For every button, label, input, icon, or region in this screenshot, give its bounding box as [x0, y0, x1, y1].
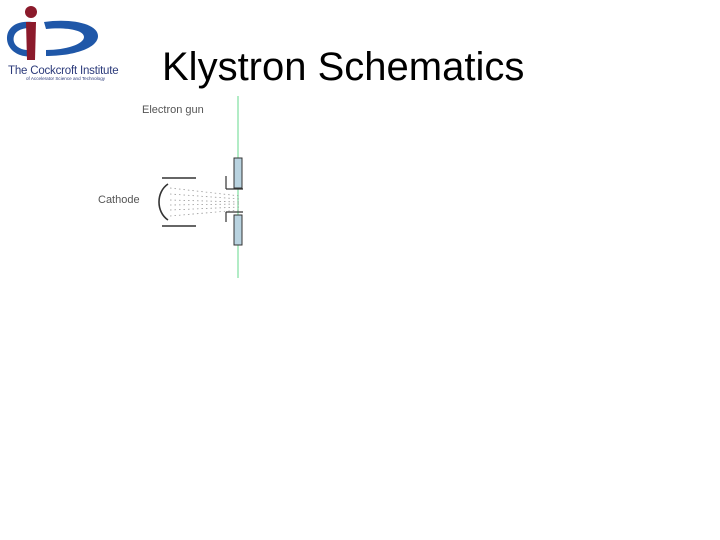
anode-upper-block — [233, 157, 243, 189]
electron-gun-label: Electron gun — [142, 104, 204, 116]
cathode-surface — [158, 183, 169, 221]
logo-name: The Cockcroft Institute — [8, 65, 119, 77]
anode-lower-block — [233, 214, 243, 246]
cathode-label: Cathode — [98, 194, 140, 206]
logo-tagline: of Accelerator Science and Technology — [26, 76, 106, 81]
electron-beam-lines — [169, 187, 241, 217]
logo-mark-icon — [7, 6, 98, 60]
slide-title: Klystron Schematics — [162, 45, 525, 89]
klystron-schematic — [158, 96, 243, 278]
cockcroft-institute-logo: The Cockcroft Institute of Accelerator S… — [2, 2, 132, 82]
